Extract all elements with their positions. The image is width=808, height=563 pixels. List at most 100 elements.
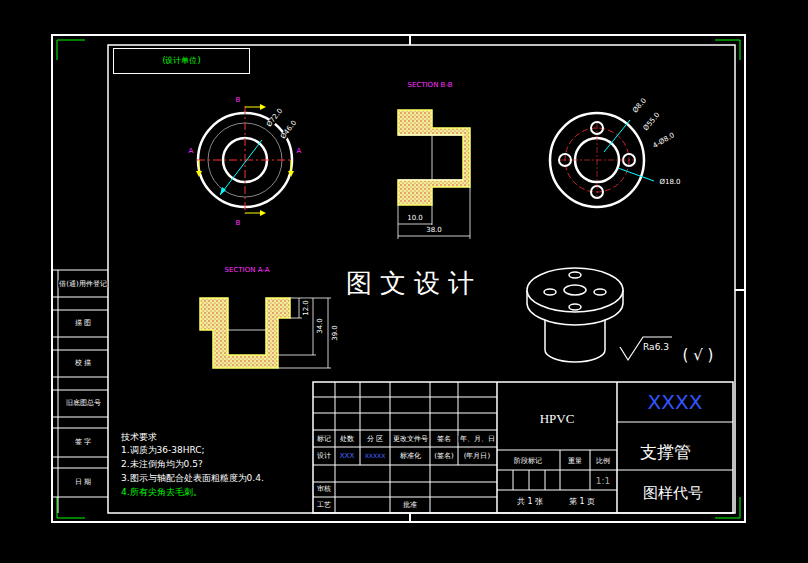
tech-note: 4.所有尖角去毛刺。 [120, 488, 203, 497]
title-block [390, 382, 391, 513]
dimension-text: 10.0 [406, 215, 424, 222]
front-view [220, 140, 262, 195]
section-a-a [228, 330, 266, 331]
dimension-text: Ø8.0 [631, 97, 648, 116]
side-column [52, 390, 108, 391]
title-block [529, 470, 530, 490]
roughness-note: ( √ ) [682, 348, 715, 363]
section-title: SECTION A-A [224, 267, 271, 274]
title-block [590, 450, 591, 490]
tech-note: 1.调质为36-38HRC; [120, 446, 206, 455]
side-column [58, 270, 59, 513]
section-b-b [398, 205, 399, 239]
section-mark: B [235, 97, 242, 104]
title-cell-text: 签名 [436, 436, 452, 443]
title-cell-text: 工艺 [316, 502, 332, 509]
front-view [288, 171, 294, 177]
section-b-b [398, 110, 470, 239]
title-cell-text: 年、月、日 [459, 436, 496, 443]
dimension-text: Ø18.0 [658, 179, 681, 186]
side-column [52, 270, 108, 513]
side-column [52, 377, 108, 378]
sheet-frame [409, 35, 411, 45]
section-a-a [278, 298, 331, 368]
title-cell-text: XXXXX [364, 453, 387, 459]
title-block [617, 422, 733, 423]
section-b-b [432, 135, 433, 180]
title-cell-text: 分 区 [366, 436, 384, 443]
title-block [335, 382, 336, 513]
front-view [197, 160, 293, 161]
corner-mark [57, 40, 740, 518]
front-view [260, 104, 266, 110]
sheet-frame [735, 289, 745, 291]
section-a-a [328, 298, 329, 368]
side-column [52, 350, 108, 351]
section-b-b [398, 224, 432, 225]
corner-mark [57, 40, 85, 60]
title-cell-text: 比例 [595, 458, 611, 465]
section-a-a [278, 368, 331, 369]
side-column [52, 468, 108, 469]
section-mark: A [188, 148, 195, 155]
title-block [313, 430, 497, 431]
section-b-b [398, 236, 470, 237]
front-view [291, 160, 292, 171]
section-a-a [299, 298, 300, 318]
title-cell-text: 支撑管 [639, 444, 692, 461]
iso-view [564, 285, 586, 295]
title-block [313, 382, 733, 513]
front-view [245, 213, 260, 214]
iso-view [527, 268, 623, 362]
title-cell-text: 第 1 页 [568, 498, 596, 506]
dimension-text: 38.0 [425, 227, 443, 234]
side-column [52, 457, 108, 458]
dimension-text: 4-Ø8.0 [651, 132, 677, 151]
dimension-text: 12.0 [303, 299, 310, 317]
section-a-a [290, 318, 302, 319]
title-cell-text: 重量 [567, 458, 583, 465]
front-view [196, 104, 294, 216]
title-cell-text: 标记 [316, 436, 332, 443]
title-block [313, 397, 497, 398]
sheet-frame [52, 35, 745, 522]
side-column [52, 337, 108, 338]
title-block [545, 470, 546, 490]
section-title: SECTION B-B [407, 82, 454, 89]
dimension-text: Ø72.0 [265, 107, 285, 130]
title-cell-text: 阶段标记 [513, 458, 543, 465]
title-cell-text: HPVC [539, 412, 576, 425]
sheet-frame [108, 45, 735, 513]
front-view [245, 107, 260, 108]
roughness-symbol [620, 337, 672, 360]
section-b-b [398, 134, 463, 135]
side-cell-text: 校 描 [74, 360, 92, 367]
sheet-frame [52, 35, 745, 522]
side-column [52, 428, 108, 429]
section-b-b [398, 179, 463, 180]
sheet-frame [409, 513, 411, 522]
iso-view [544, 289, 556, 295]
box-text: (设计单位) [162, 57, 200, 65]
title-cell-text: XXX [339, 453, 355, 460]
flange-view [597, 123, 598, 197]
title-block [313, 497, 497, 498]
flange-view [618, 168, 654, 181]
title-block [458, 382, 459, 465]
front-view [199, 160, 200, 171]
side-cell-text: 签 字 [74, 439, 92, 446]
title-block [497, 490, 617, 491]
side-column [52, 270, 108, 271]
front-view [196, 171, 202, 177]
dimension-text: Ø46.0 [279, 119, 299, 142]
title-block [616, 382, 618, 513]
side-cell-text: 旧底图总号 [65, 400, 102, 407]
side-column [52, 417, 108, 418]
side-cell-text: 描 图 [74, 320, 92, 327]
side-column [52, 310, 108, 311]
dimension-text: Ø55.0 [642, 111, 662, 133]
watermark: 图 文 设 计 [345, 270, 476, 296]
corner-mark [715, 497, 740, 518]
iso-view [527, 268, 623, 312]
iso-view [569, 304, 581, 310]
